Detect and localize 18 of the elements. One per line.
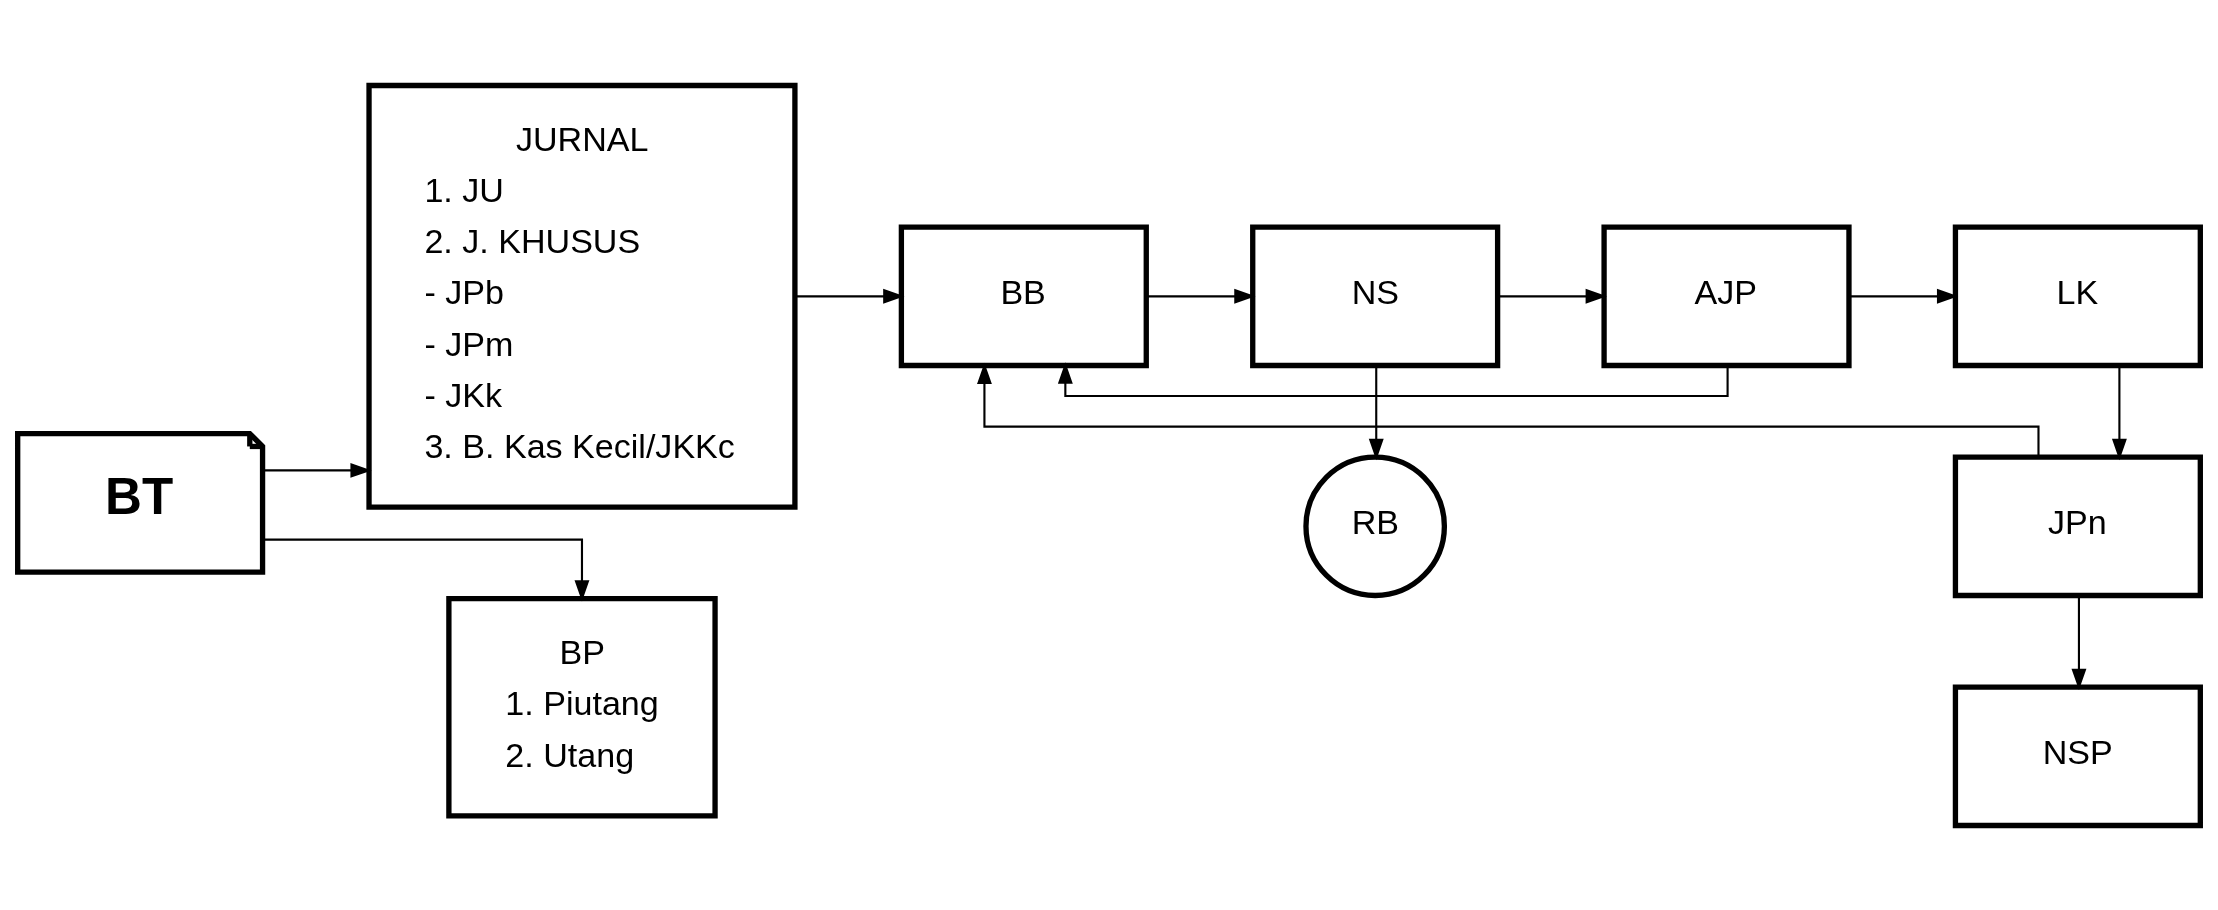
node-box: BP 1. Piutang 2. Utang [446, 595, 718, 819]
node-box: BB [898, 223, 1149, 368]
arrow [2111, 365, 2127, 460]
node-circle: RB [1303, 453, 1448, 598]
arrow [1368, 365, 1384, 460]
node-box: JURNAL 1. JU 2. J. KHUSUS - JPb - JPm - JKk 3. B. Kas Kecil/JKKc [366, 82, 798, 510]
arrow [795, 288, 905, 304]
arrow [1498, 288, 1607, 304]
node-box: NS [1250, 223, 1501, 368]
node-box: AJP [1601, 223, 1852, 368]
arrow [2071, 595, 2087, 690]
arrow [1146, 288, 1256, 304]
node-box: NSP [1952, 683, 2203, 828]
arrow [262, 462, 372, 478]
node-box: JPn [1952, 453, 2203, 598]
arrow [262, 538, 590, 601]
node-box: LK [1952, 223, 2203, 368]
arrow [976, 362, 2040, 457]
